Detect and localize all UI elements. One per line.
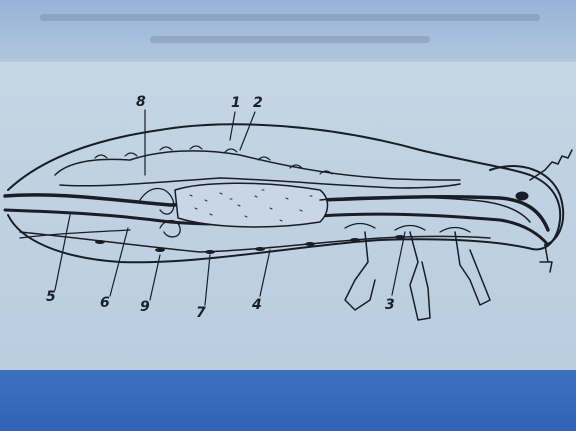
label-1: 1 [231,96,241,110]
label-2: 2 [253,96,263,110]
leg-2 [410,232,430,320]
midgut-sac [175,183,328,227]
label-3: 3 [385,298,395,312]
leg-coxae [345,224,470,233]
antenna [530,150,572,180]
leg-1 [345,232,375,310]
foregut [320,197,530,222]
label-7: 7 [196,306,206,320]
label-8: 8 [136,95,146,109]
label-9: 9 [140,300,150,314]
label-5: 5 [46,290,56,304]
label-4: 4 [252,298,262,312]
compound-eye [516,192,528,200]
ganglia [95,235,405,254]
dorsal-vessel [55,151,460,180]
leg-3 [455,232,490,305]
label-6: 6 [100,296,110,310]
